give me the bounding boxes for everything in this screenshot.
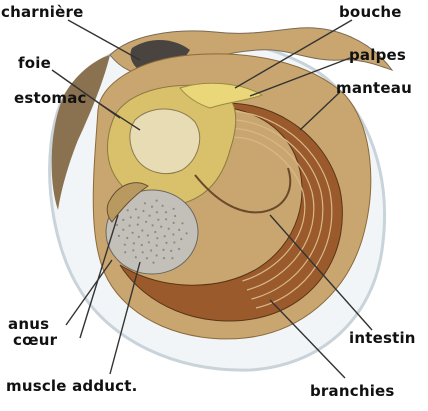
muscle-dot xyxy=(170,250,172,252)
muscle-dot xyxy=(168,228,170,230)
muscle-dot xyxy=(142,251,144,253)
muscle-dot xyxy=(141,244,143,246)
label-manteau: manteau xyxy=(336,80,412,96)
label-muscle: muscle adduct. xyxy=(6,378,138,394)
muscle-dot xyxy=(132,249,134,251)
muscle-dot xyxy=(171,257,173,259)
muscle-dot xyxy=(137,216,139,218)
muscle-dot xyxy=(138,236,140,238)
muscle-dot xyxy=(178,229,180,231)
stomach xyxy=(130,109,200,174)
muscle-dot xyxy=(156,237,158,239)
muscle-dot xyxy=(124,251,126,253)
muscle-dot xyxy=(156,244,158,246)
muscle-dot xyxy=(149,215,151,217)
muscle-dot xyxy=(142,210,144,212)
label-foie: foie xyxy=(18,55,51,71)
muscle-dot xyxy=(162,249,164,251)
muscle-dot xyxy=(174,215,176,217)
muscle-dot xyxy=(172,233,174,235)
muscle-dot xyxy=(124,244,126,246)
label-charniere: charnière xyxy=(1,4,83,20)
label-palpes: palpes xyxy=(349,47,406,63)
muscle-dot xyxy=(126,237,128,239)
muscle-dot xyxy=(165,218,167,220)
muscle-dot xyxy=(144,202,146,204)
muscle-dot xyxy=(116,224,118,226)
muscle-dot xyxy=(165,242,167,244)
muscle-dot xyxy=(152,224,154,226)
muscle-dot xyxy=(122,229,124,231)
muscle-dot xyxy=(160,226,162,228)
muscle-dot xyxy=(148,241,150,243)
muscle-dot xyxy=(145,221,147,223)
muscle-dot xyxy=(156,254,158,256)
muscle-dot xyxy=(147,234,149,236)
muscle-dot xyxy=(156,200,158,202)
muscle-dot xyxy=(173,222,175,224)
muscle-dot xyxy=(164,235,166,237)
muscle-dot xyxy=(157,219,159,221)
label-estomac: estomac xyxy=(14,90,87,106)
muscle-dot xyxy=(129,225,131,227)
muscle-dot xyxy=(141,229,143,231)
muscle-dot xyxy=(162,205,164,207)
muscle-dot xyxy=(135,208,137,210)
muscle-dot xyxy=(163,257,165,259)
muscle-dot xyxy=(178,248,180,250)
muscle-dot xyxy=(122,219,124,221)
muscle-dot xyxy=(135,256,137,258)
label-bouche: bouche xyxy=(339,4,402,20)
muscle-dot xyxy=(165,211,167,213)
muscle-dot xyxy=(127,209,129,211)
label-anus: anus xyxy=(8,316,49,332)
muscle-dot xyxy=(118,235,120,237)
muscle-dot xyxy=(173,241,175,243)
muscle-dot xyxy=(151,206,153,208)
muscle-dot xyxy=(152,262,154,264)
leader-charniere xyxy=(68,20,140,60)
label-branchies: branchies xyxy=(310,383,395,399)
muscle-dot xyxy=(130,216,132,218)
muscle-dot xyxy=(150,249,152,251)
muscle-dot xyxy=(156,211,158,213)
muscle-dot xyxy=(133,242,135,244)
label-coeur: cœur xyxy=(13,332,57,348)
muscle-dot xyxy=(173,208,175,210)
muscle-dot xyxy=(137,224,139,226)
muscle-dot xyxy=(180,238,182,240)
muscle-dot xyxy=(154,231,156,233)
muscle-dot xyxy=(146,257,148,259)
label-intestin: intestin xyxy=(349,330,416,346)
muscle-dot xyxy=(186,232,188,234)
muscle-dot xyxy=(132,232,134,234)
muscle-dot xyxy=(181,222,183,224)
